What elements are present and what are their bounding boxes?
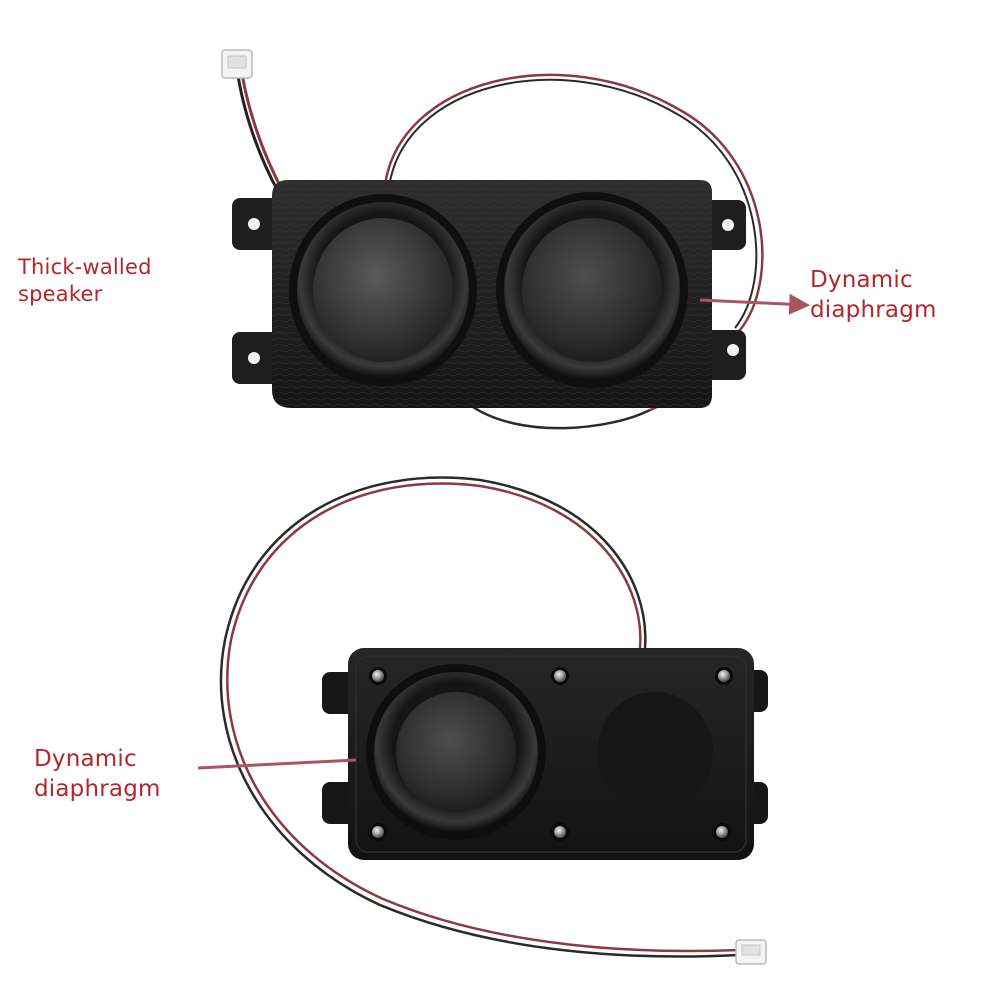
top-left-driver bbox=[289, 194, 477, 386]
callout-dyn-bottom-line1: Dynamic bbox=[34, 746, 137, 772]
callout-dynamic-diaphragm-bottom: Dynamic diaphragm bbox=[34, 744, 161, 804]
callout-thick-walled-speaker: Thick-walled speaker bbox=[18, 254, 152, 308]
bottom-callout-line bbox=[197, 758, 357, 770]
bottom-screws bbox=[369, 667, 733, 841]
top-right-driver bbox=[496, 192, 688, 388]
top-speaker bbox=[221, 49, 811, 430]
bottom-loop-black bbox=[219, 476, 741, 958]
callout-dyn-top-line2: diaphragm bbox=[810, 297, 937, 323]
callout-thick-line1: Thick-walled bbox=[18, 255, 152, 279]
callout-dynamic-diaphragm-top: Dynamic diaphragm bbox=[810, 265, 937, 325]
bottom-loop-red bbox=[226, 482, 741, 953]
top-wire-red bbox=[238, 59, 287, 196]
callout-dyn-top-line1: Dynamic bbox=[810, 267, 913, 293]
bottom-passive-area bbox=[597, 692, 713, 812]
top-callout-arrow bbox=[699, 293, 811, 315]
callout-thick-line2: speaker bbox=[18, 282, 103, 306]
callout-dyn-bottom-line2: diaphragm bbox=[34, 776, 161, 802]
bottom-speaker bbox=[197, 476, 768, 965]
top-loop-black bbox=[388, 78, 758, 329]
bottom-driver bbox=[366, 664, 546, 840]
